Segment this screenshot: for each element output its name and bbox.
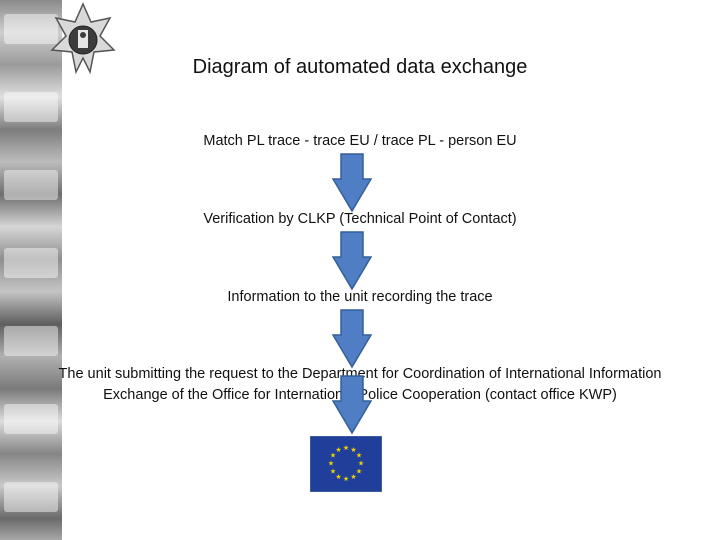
left-photo-strip (0, 0, 62, 540)
photo-tile (4, 404, 58, 434)
eu-flag-icon: ★ ★ ★ ★ ★ ★ ★ ★ ★ ★ ★ ★ (310, 436, 382, 492)
step-2-verification: Verification by CLKP (Technical Point of… (203, 211, 517, 227)
step-1-match: Match PL trace - trace EU / trace PL - p… (203, 133, 517, 149)
photo-tile (4, 326, 58, 356)
svg-text:★: ★ (358, 460, 364, 468)
down-arrow-icon (332, 375, 372, 435)
step-3-information: Information to the unit recording the tr… (227, 289, 493, 305)
photo-tile (4, 14, 58, 44)
svg-text:★: ★ (356, 468, 362, 476)
svg-text:★: ★ (343, 475, 349, 483)
down-arrow-icon (332, 153, 372, 213)
svg-text:★: ★ (335, 473, 341, 481)
photo-tile (4, 482, 58, 512)
down-arrow-icon (332, 231, 372, 291)
svg-text:★: ★ (356, 452, 362, 460)
svg-text:★: ★ (328, 460, 334, 468)
svg-text:★: ★ (343, 444, 349, 452)
svg-text:★: ★ (330, 452, 336, 460)
svg-text:★: ★ (350, 446, 356, 454)
photo-tile (4, 92, 58, 122)
svg-text:★: ★ (350, 473, 356, 481)
svg-text:★: ★ (335, 446, 341, 454)
police-badge-icon (50, 2, 116, 75)
down-arrow-icon (332, 309, 372, 369)
photo-tile (4, 170, 58, 200)
diagram-title: Diagram of automated data exchange (192, 56, 528, 78)
svg-text:★: ★ (330, 468, 336, 476)
photo-tile (4, 248, 58, 278)
